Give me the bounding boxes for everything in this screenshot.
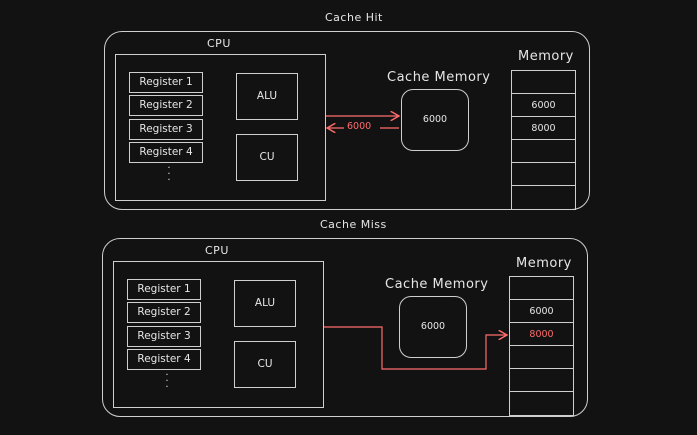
memory-cell: 6000	[510, 300, 573, 323]
cache-memory-title: Cache Memory	[387, 70, 491, 85]
memory-cell	[512, 71, 575, 94]
cu-box: CU	[234, 341, 296, 388]
cache-hit-panel	[104, 31, 590, 210]
cpu-box	[115, 54, 326, 201]
alu-box: ALU	[234, 280, 296, 327]
register-4: Register 4	[127, 349, 201, 370]
more-registers-ellipsis: ···	[167, 163, 171, 186]
register-1: Register 1	[127, 279, 201, 300]
memory-column: 6000 8000	[511, 70, 576, 210]
memory-column: 6000 8000	[509, 276, 574, 416]
register-2: Register 2	[127, 302, 201, 323]
register-1: Register 1	[129, 72, 203, 93]
memory-cell	[510, 369, 573, 392]
memory-title: Memory	[518, 49, 574, 64]
cpu-label: CPU	[207, 37, 231, 50]
miss-request-path	[324, 326, 507, 370]
cpu-label: CPU	[205, 244, 229, 257]
cache-memory-box: 6000	[401, 89, 469, 151]
memory-cell	[512, 140, 575, 163]
cpu-box	[113, 261, 324, 408]
cache-miss-title: Cache Miss	[320, 218, 387, 231]
cache-memory-box: 6000	[399, 296, 467, 358]
memory-cell	[510, 277, 573, 300]
register-3: Register 3	[127, 326, 201, 347]
memory-cell: 8000	[512, 117, 575, 140]
memory-cell-highlighted: 8000	[510, 323, 573, 346]
memory-cell	[510, 346, 573, 369]
register-3: Register 3	[129, 119, 203, 140]
hit-return-value-label: 6000	[347, 121, 372, 132]
alu-box: ALU	[236, 73, 298, 120]
register-4: Register 4	[129, 142, 203, 163]
cache-memory-title: Cache Memory	[385, 277, 489, 292]
cache-hit-title: Cache Hit	[325, 11, 383, 24]
cache-miss-panel	[102, 238, 588, 417]
more-registers-ellipsis: ···	[165, 370, 169, 393]
register-2: Register 2	[129, 95, 203, 116]
memory-title: Memory	[516, 256, 572, 271]
memory-cell: 6000	[512, 94, 575, 117]
cu-box: CU	[236, 134, 298, 181]
memory-cell	[512, 163, 575, 186]
